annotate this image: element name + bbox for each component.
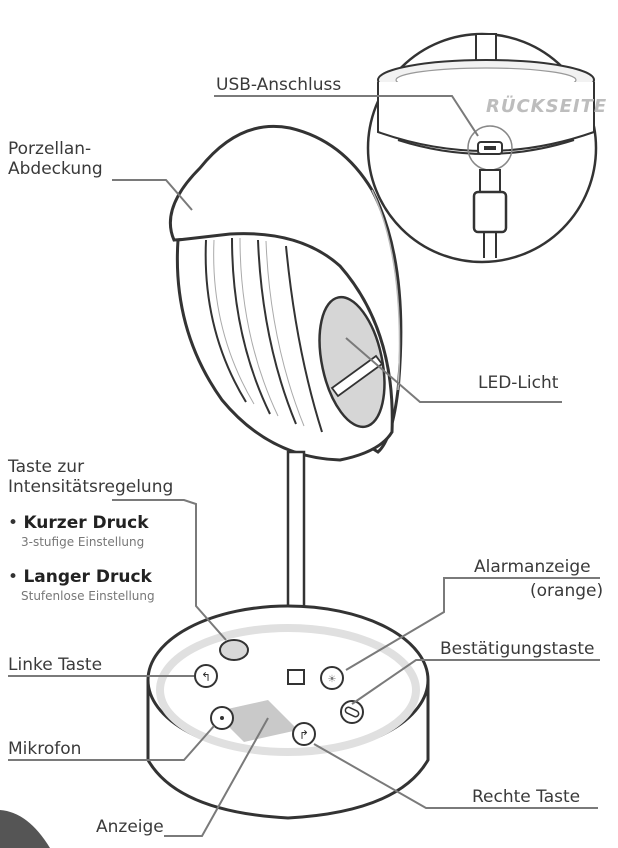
long-press-title: • Langer Druck [8, 566, 152, 588]
usb-port-label: USB-Anschluss [216, 74, 341, 96]
short-press-description: 3-stufige Einstellung [21, 534, 144, 550]
intensity-button-label-line1: Taste zur [8, 456, 84, 478]
back-side-label: RÜCKSEITE [486, 96, 607, 118]
short-press-title: • Kurzer Druck [8, 512, 149, 534]
alarm-light-icon: ☀ [328, 674, 337, 685]
porcelain-cover-label-line2: Abdeckung [8, 158, 103, 180]
confirm-button[interactable] [341, 701, 363, 723]
left-button-label: Linke Taste [8, 654, 102, 676]
microphone [211, 707, 233, 729]
left-arrow-icon: ↰ [201, 670, 211, 684]
right-arrow-icon: ↱ [299, 728, 309, 742]
confirm-button-label: Bestätigungstaste [440, 638, 595, 660]
bullet-icon: • [8, 567, 18, 587]
usb-port-icon [478, 142, 502, 154]
intensity-button-label-line2: Intensitätsregelung [8, 476, 173, 498]
long-press-description: Stufenlose Einstellung [21, 588, 155, 604]
mic-dot-icon [220, 716, 224, 720]
left-button[interactable]: ↰ [195, 665, 217, 687]
display-label: Anzeige [96, 816, 164, 838]
led-light-label: LED-Licht [478, 372, 558, 394]
right-button-label: Rechte Taste [472, 786, 580, 808]
alarm-indicator-label-line1: Alarmanzeige [474, 556, 591, 578]
alarm-indicator: ☀ [321, 667, 343, 689]
porcelain-cover-label-line1: Porzellan- [8, 138, 91, 160]
intensity-button[interactable] [220, 640, 248, 660]
back-side-inset [368, 34, 596, 262]
long-press-label: Langer Druck [23, 567, 151, 587]
alarm-indicator-label-line2: (orange) [530, 580, 603, 602]
microphone-label: Mikrofon [8, 738, 81, 760]
corner-decoration [0, 810, 50, 848]
bullet-icon: • [8, 513, 18, 533]
right-button[interactable]: ↱ [293, 723, 315, 745]
short-press-label: Kurzer Druck [23, 513, 148, 533]
